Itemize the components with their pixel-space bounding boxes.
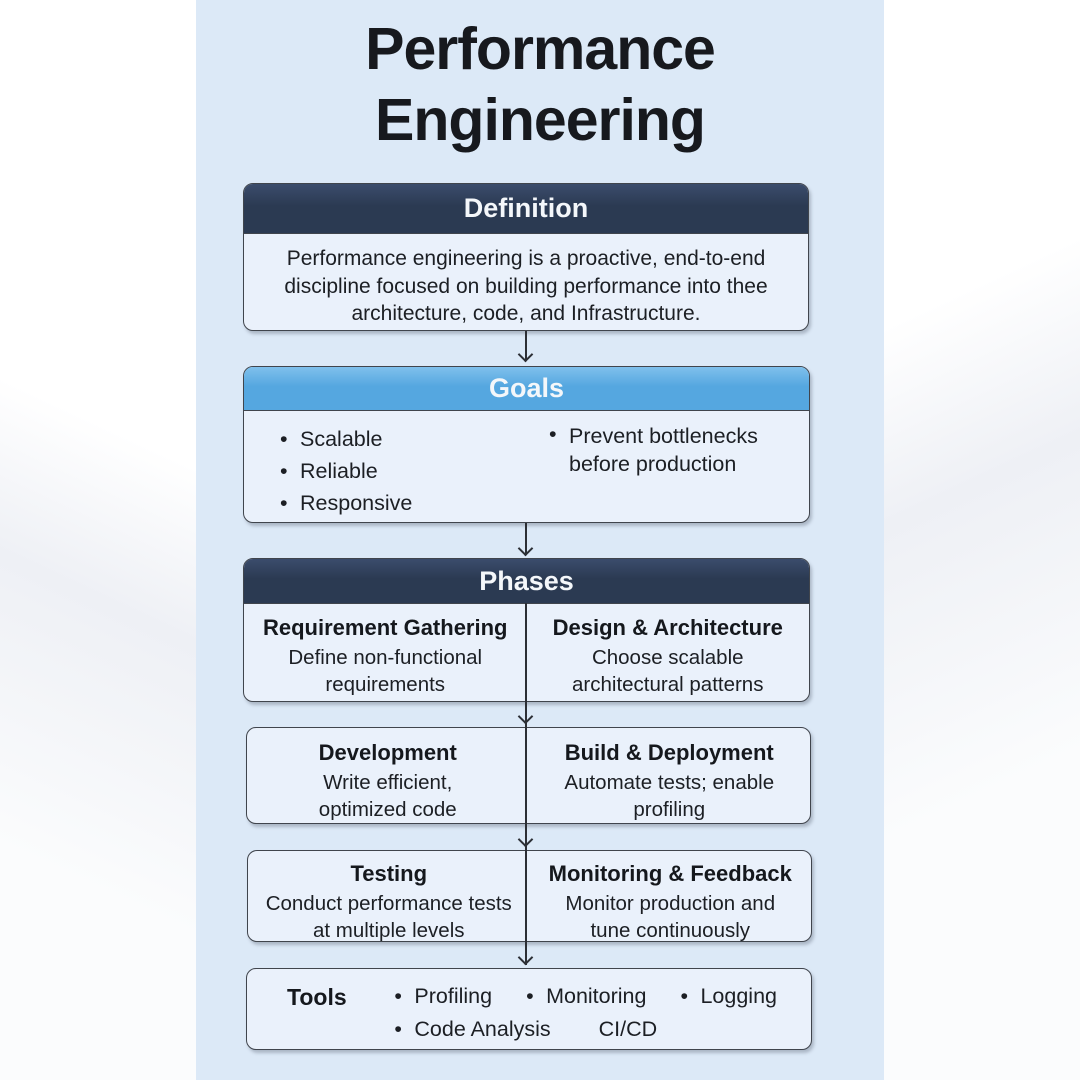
phase-desc: Define non-functional requirements (288, 646, 483, 696)
phase-title: Design & Architecture (552, 615, 783, 640)
goals-right-item: Prevent bottlenecks before production (549, 422, 758, 478)
phase-cell-development: Development Write efficient, optimized c… (247, 728, 529, 823)
phase-cell-build-deployment: Build & Deployment Automate tests; enabl… (529, 728, 811, 823)
bullet-icon (394, 1017, 414, 1042)
flow-center-line (525, 603, 527, 965)
tools-box: Tools Profiling Monitoring Logging Code … (246, 968, 812, 1050)
list-item: Profiling (394, 984, 492, 1009)
phase-cell-design-architecture: Design & Architecture Choose scalable ar… (527, 604, 810, 698)
definition-line: discipline focused on building performan… (284, 274, 768, 298)
bullet-icon (680, 984, 700, 1009)
definition-box: Definition Performance engineering is a … (243, 183, 809, 331)
background-right-stripe (883, 0, 1080, 1080)
definition-header: Definition (244, 184, 808, 234)
arrow-down-line (525, 331, 527, 361)
arrow-down-line (525, 523, 527, 555)
phase-title: Testing (350, 861, 428, 886)
goal-label: Prevent bottlenecks before production (569, 424, 758, 476)
tool-label: CI/CD (598, 1017, 658, 1041)
tools-row-2: Code Analysis CI/CD (394, 1013, 811, 1046)
list-item: Responsive (280, 487, 412, 519)
list-item: Scalable (280, 423, 412, 455)
tools-label: Tools (287, 984, 347, 1010)
bullet-icon (280, 459, 300, 484)
goal-label: Responsive (300, 490, 413, 515)
goals-box: Goals Scalable Reliable Responsive Preve… (243, 366, 810, 523)
phases-row-3: Testing Conduct performance tests at mul… (247, 850, 812, 942)
bullet-icon (280, 427, 300, 452)
phase-desc: Write efficient, optimized code (318, 771, 457, 821)
tool-label: Code Analysis (414, 1017, 551, 1041)
list-item: Reliable (280, 455, 412, 487)
phases-box: Phases Requirement Gathering Define non-… (243, 558, 810, 702)
phase-desc: Automate tests; enable profiling (564, 771, 775, 821)
definition-line: architecture, code, and Infrastructure. (351, 302, 701, 325)
title-line-1: Performance (365, 16, 716, 82)
bullet-icon (526, 984, 546, 1009)
goals-header: Goals (244, 367, 809, 411)
phase-title: Development (318, 740, 457, 765)
background-left-stripe (0, 0, 197, 1080)
phase-title: Requirement Gathering (263, 615, 508, 640)
phases-row-2: Development Write efficient, optimized c… (246, 727, 811, 824)
phase-cell-requirement-gathering: Requirement Gathering Define non-functio… (244, 604, 527, 698)
goals-body: Scalable Reliable Responsive Prevent bot… (244, 411, 809, 521)
title-line-2: Engineering (375, 87, 706, 153)
phases-header: Phases (244, 559, 809, 604)
tool-label: Logging (700, 984, 777, 1008)
list-item: Logging (680, 984, 777, 1009)
bullet-icon (549, 422, 569, 478)
phase-cell-monitoring-feedback: Monitoring & Feedback Monitor production… (530, 851, 812, 941)
definition-line: Performance engineering is a proactive, … (286, 247, 766, 270)
goal-label: Scalable (300, 426, 383, 451)
tool-label: Monitoring (546, 984, 647, 1008)
phases-row-1: Requirement Gathering Define non-functio… (244, 604, 809, 698)
phase-desc: Conduct performance tests at multiple le… (265, 892, 512, 942)
bullet-icon (394, 984, 414, 1009)
page-title: Performance Engineering (196, 14, 884, 156)
goals-left-list: Scalable Reliable Responsive (280, 423, 412, 519)
phase-title: Build & Deployment (564, 740, 774, 765)
goal-label: Reliable (300, 458, 378, 483)
list-item: Monitoring (526, 984, 646, 1009)
list-item: Code Analysis (394, 1017, 550, 1042)
definition-body: Performance engineering is a proactive, … (244, 234, 808, 328)
phase-title: Monitoring & Feedback (548, 861, 792, 886)
phase-desc: Choose scalable architectural patterns (572, 646, 764, 696)
phase-cell-testing: Testing Conduct performance tests at mul… (248, 851, 530, 941)
bullet-icon (280, 491, 300, 516)
tools-row-1: Profiling Monitoring Logging (394, 980, 811, 1013)
tool-label: Profiling (414, 984, 493, 1008)
phase-desc: Monitor production and tune continuously (565, 892, 776, 942)
tools-content: Profiling Monitoring Logging Code Analys… (394, 980, 811, 1046)
